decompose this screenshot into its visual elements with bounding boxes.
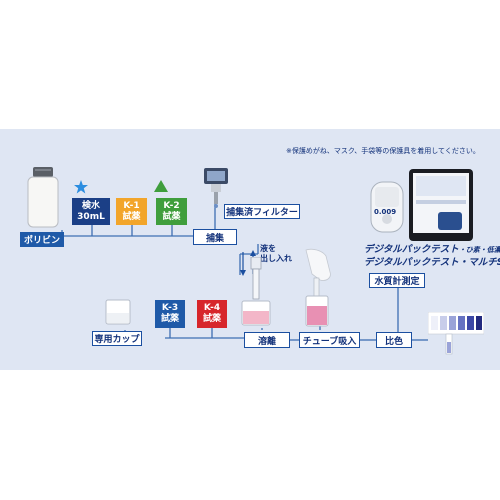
k4-name: K-4 (203, 303, 221, 313)
tube-hand-icon (305, 248, 331, 327)
k3-sub: 試薬 (160, 314, 179, 324)
liquid-in-out-line2: 出し入れ (260, 254, 292, 263)
colorimetry-label: 比色 (376, 332, 412, 348)
polybin-label: ポリビン (20, 232, 64, 247)
syringe-cup-icon (241, 257, 271, 326)
capture-filter-label: 捕集済フィルター (224, 204, 300, 219)
product-line1-suffix: ・ひ素・低濃度 (458, 246, 500, 254)
polybin-bottle-icon (27, 167, 59, 228)
water-meter-label: 水質計測定 (369, 273, 425, 288)
cup-icon (105, 299, 131, 325)
k3-reagent-box: K-3 試薬 (155, 300, 185, 328)
k4-reagent-box: K-4 試薬 (197, 300, 227, 328)
sample-volume-label: 30mL (77, 211, 105, 222)
elution-label: 溶離 (244, 332, 290, 348)
capture-label: 捕集 (193, 229, 237, 245)
triangle-icon (154, 180, 168, 192)
k2-name: K-2 (163, 200, 180, 211)
k2-reagent-box: K-2 試薬 (156, 198, 187, 225)
liquid-in-out-text: 液を 出し入れ (260, 244, 292, 264)
star-icon (74, 180, 88, 194)
k4-sub: 試薬 (202, 314, 221, 324)
k2-sub: 試薬 (162, 211, 181, 222)
dedicated-cup-label: 専用カップ (92, 331, 142, 346)
sample-water-box: 検水 30mL (72, 198, 110, 225)
product-name-line1: デジタルパックテスト・ひ素・低濃度 (364, 241, 500, 255)
color-chart-icon (428, 312, 484, 355)
k3-name: K-3 (161, 303, 179, 313)
k1-reagent-box: K-1 試薬 (116, 198, 147, 225)
product-name-line2: デジタルパックテスト・マルチSP (364, 257, 500, 268)
filter-holder-icon (204, 168, 228, 208)
meter-reading: 0.009 (374, 208, 397, 216)
product-line1-main: デジタルパックテスト (364, 244, 459, 255)
k1-name: K-1 (123, 200, 140, 211)
k1-sub: 試薬 (122, 211, 141, 222)
sample-water-label: 検水 (81, 200, 100, 211)
smartphone-app-icon (409, 169, 473, 241)
water-meter-icon (370, 181, 404, 233)
tube-suction-label: チューブ吸入 (299, 332, 360, 348)
liquid-in-out-line1: 液を (260, 244, 276, 253)
safety-note: ※保護めがね、マスク、手袋等の保護具を着用してください。 (286, 147, 480, 155)
